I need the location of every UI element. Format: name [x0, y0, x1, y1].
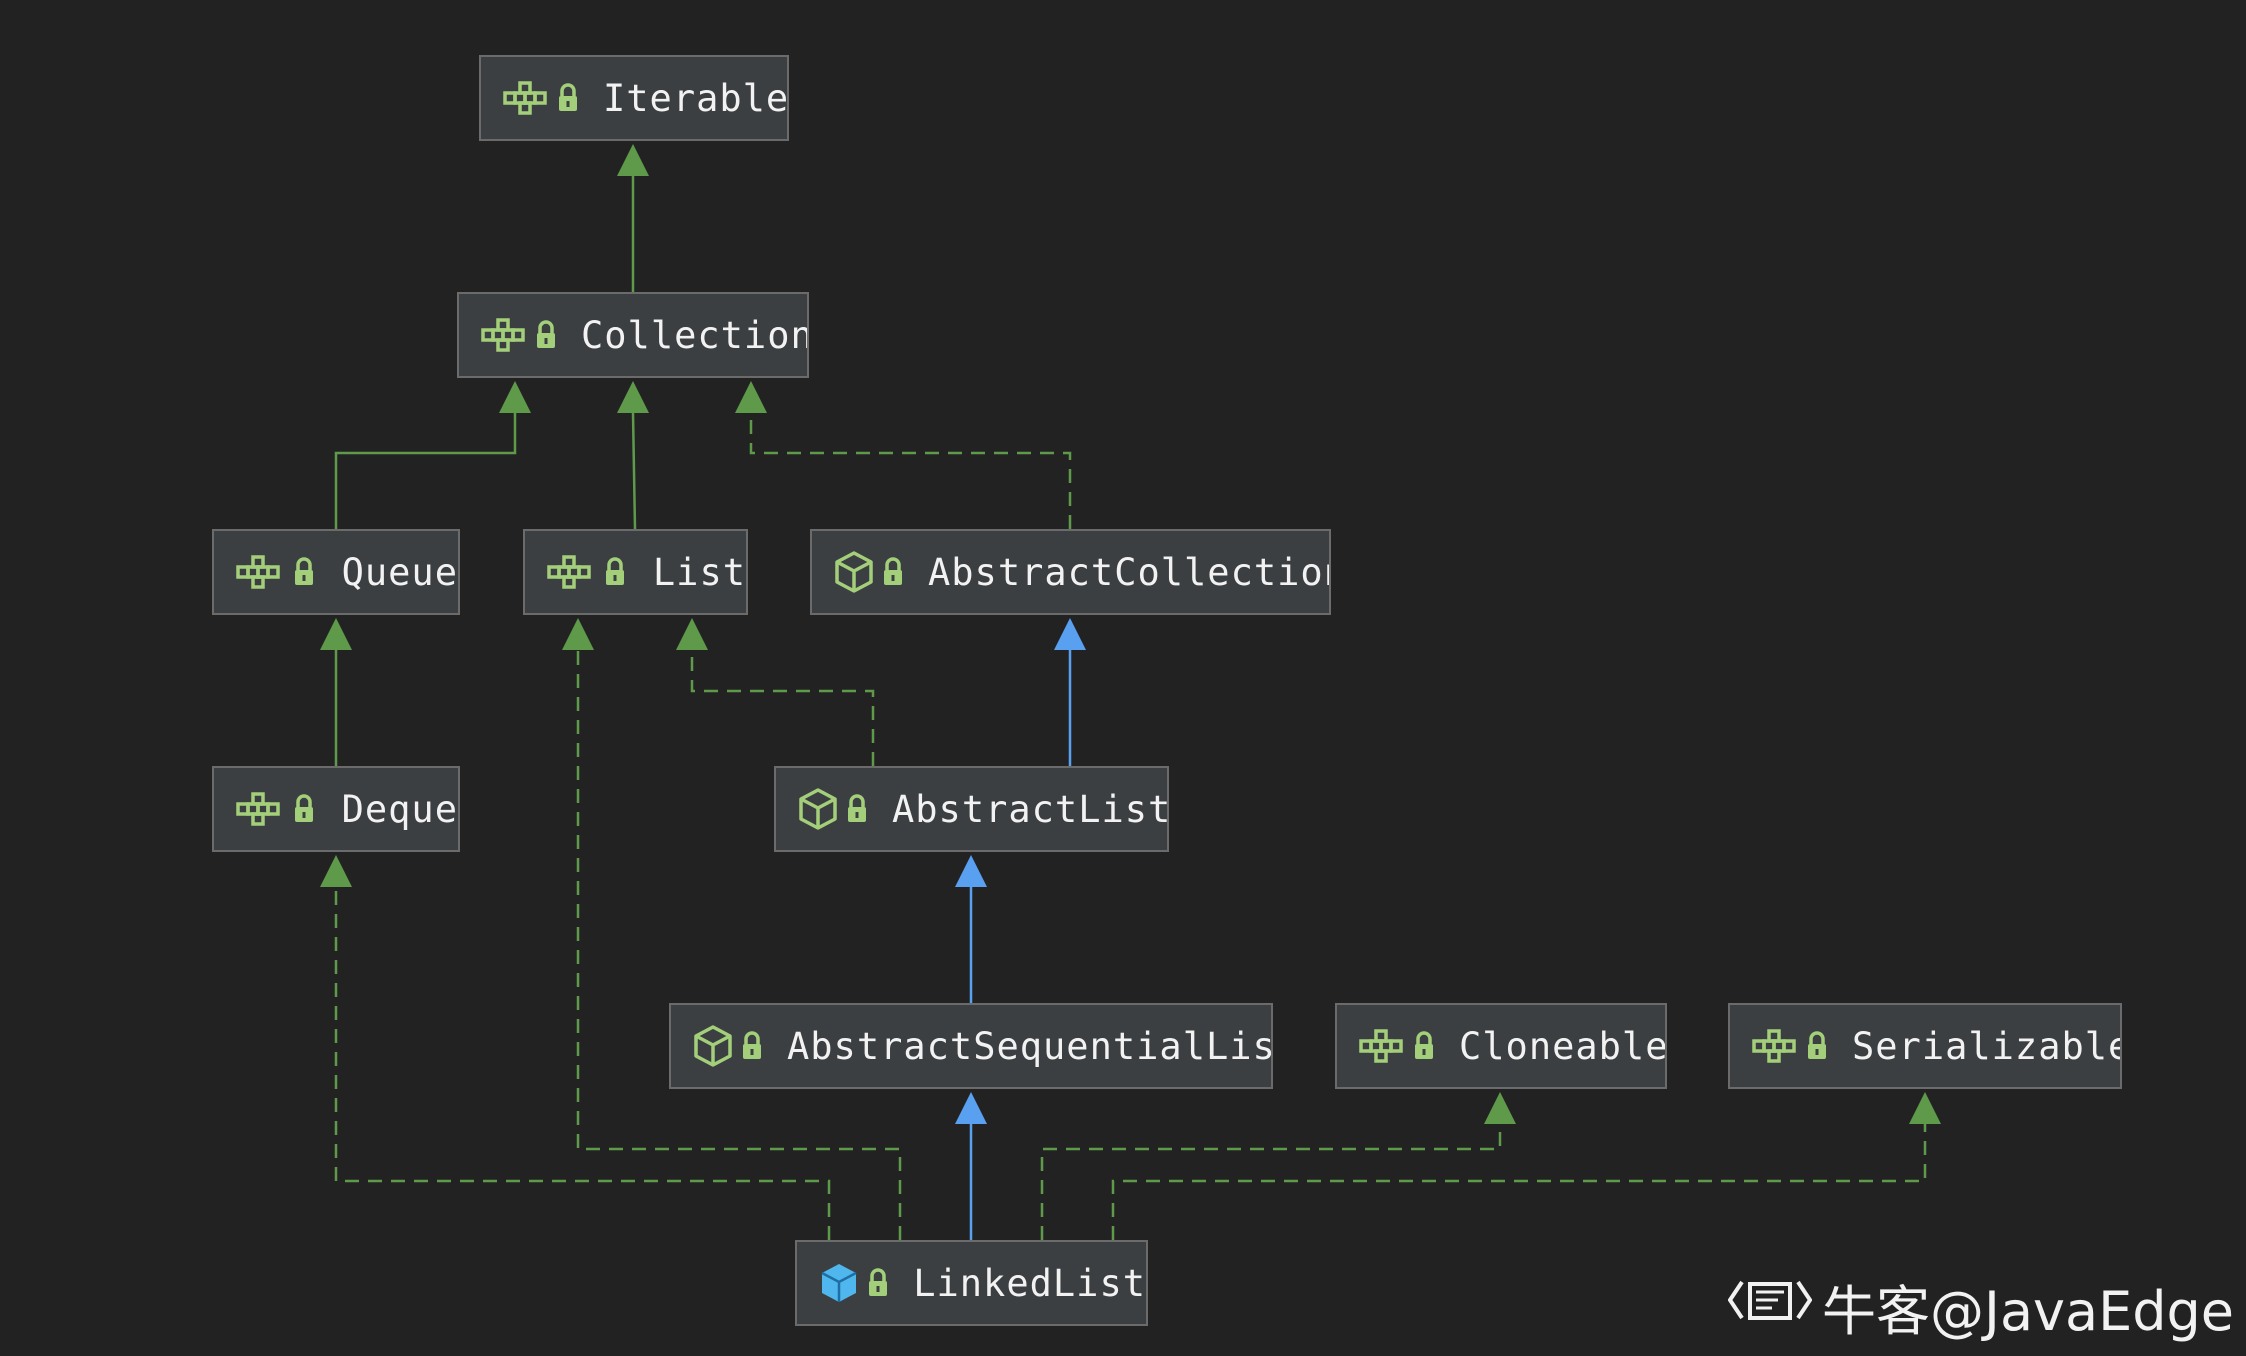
- arrowhead: [1909, 1092, 1941, 1124]
- node-label: List: [652, 550, 746, 594]
- interface-icon: [503, 74, 549, 122]
- abstract-class-icon: [834, 548, 874, 596]
- abstract-class-icon: [798, 785, 838, 833]
- lock-icon: [535, 311, 557, 359]
- arrowhead: [320, 855, 352, 887]
- node-cloneable[interactable]: Cloneable: [1335, 1003, 1667, 1089]
- edge-queue-to-collection: [334, 413, 517, 529]
- arrowhead: [955, 855, 987, 887]
- arrowhead: [1484, 1092, 1516, 1124]
- interface-icon: [236, 785, 282, 833]
- interface-icon: [1752, 1022, 1798, 1070]
- edge-linked-list-to-list: [576, 650, 902, 1240]
- lock-icon: [1806, 1022, 1828, 1070]
- arrowhead: [499, 381, 531, 413]
- interface-icon: [481, 311, 527, 359]
- lock-icon: [1413, 1022, 1435, 1070]
- lock-icon: [290, 548, 318, 596]
- node-label: LinkedList: [913, 1261, 1146, 1305]
- edge-linked-list-to-deque: [334, 887, 831, 1240]
- node-collection[interactable]: Collection: [457, 292, 809, 378]
- lock-icon: [882, 548, 904, 596]
- lock-icon: [557, 74, 579, 122]
- node-abstract-collection[interactable]: AbstractCollection: [810, 529, 1331, 615]
- arrowhead: [955, 1092, 987, 1124]
- edge-linked-list-to-serializable: [1111, 1124, 1927, 1240]
- lock-icon: [741, 1022, 763, 1070]
- interface-icon: [236, 548, 282, 596]
- arrowhead: [562, 618, 594, 650]
- node-linked-list[interactable]: LinkedList: [795, 1240, 1148, 1326]
- arrowhead: [320, 618, 352, 650]
- abstract-class-icon: [693, 1022, 733, 1070]
- arrowhead: [1054, 618, 1086, 650]
- edge-linked-list-to-cloneable: [1040, 1124, 1502, 1240]
- arrowhead: [617, 381, 649, 413]
- watermark: 牛客@JavaEdge: [1727, 1267, 2234, 1346]
- interface-icon: [547, 548, 593, 596]
- node-label: Cloneable: [1459, 1024, 1667, 1068]
- node-queue[interactable]: Queue: [212, 529, 460, 615]
- node-serializable[interactable]: Serializable: [1728, 1003, 2122, 1089]
- node-label: Collection: [581, 313, 809, 357]
- class-icon: [819, 1259, 859, 1307]
- edge-abstract-collection-to-collection: [749, 413, 1072, 529]
- node-iterable[interactable]: Iterable: [479, 55, 789, 141]
- arrowhead: [735, 381, 767, 413]
- lock-icon: [601, 548, 629, 596]
- arrowhead: [676, 618, 708, 650]
- edge-abstract-list-to-list: [690, 650, 875, 766]
- node-label: Iterable: [603, 76, 789, 120]
- lock-icon: [290, 785, 318, 833]
- interface-icon: [1359, 1022, 1405, 1070]
- node-label: AbstractCollection: [928, 550, 1331, 594]
- node-abstract-list[interactable]: AbstractList: [774, 766, 1169, 852]
- arrowhead: [617, 144, 649, 176]
- lock-icon: [867, 1259, 889, 1307]
- watermark-text: 牛客@JavaEdge: [1822, 1280, 2234, 1343]
- node-deque[interactable]: Deque: [212, 766, 460, 852]
- node-abstract-sequential-list[interactable]: AbstractSequentialList: [669, 1003, 1273, 1089]
- node-label: Deque: [341, 787, 458, 831]
- lock-icon: [846, 785, 868, 833]
- nowcoder-logo-icon: [1727, 1272, 1813, 1341]
- node-label: Serializable: [1852, 1024, 2122, 1068]
- node-label: AbstractSequentialList: [787, 1024, 1273, 1068]
- edge-list-to-collection: [631, 412, 637, 530]
- node-label: AbstractList: [892, 787, 1169, 831]
- node-label: Queue: [341, 550, 458, 594]
- node-list[interactable]: List: [523, 529, 748, 615]
